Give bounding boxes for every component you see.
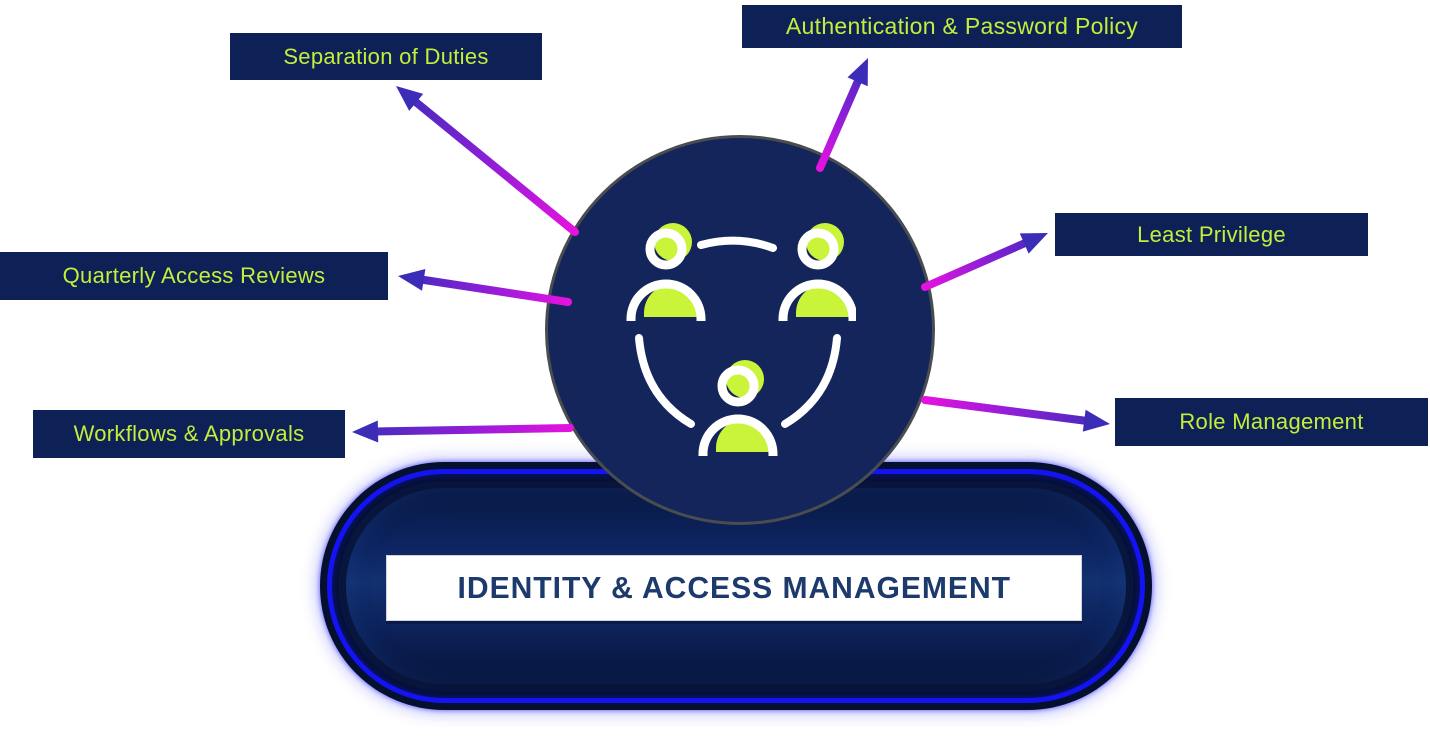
label-least-privilege-text: Least Privilege: [1137, 221, 1286, 247]
central-hub-circle: [545, 135, 935, 525]
label-authentication-password-policy-text: Authentication & Password Policy: [785, 13, 1139, 39]
arrow-to-separation-of-duties: [396, 86, 579, 236]
connector-arc-left: [635, 334, 695, 428]
arrow-to-authentication-password-policy: [816, 58, 868, 172]
label-authentication-password-policy: Authentication & Password Policy: [742, 5, 1182, 48]
label-workflows-approvals-text: Workflows & Approvals: [73, 421, 305, 446]
label-separation-of-duties: Separation of Duties: [230, 33, 542, 80]
team-people-icon: [626, 223, 856, 456]
arrow-to-quarterly-access-reviews: [398, 269, 572, 306]
person-bottom-icon: [698, 360, 778, 456]
label-quarterly-access-reviews: Quarterly Access Reviews: [0, 252, 388, 300]
connector-arc-top: [697, 236, 777, 252]
arrow-to-least-privilege: [921, 233, 1048, 291]
person-top-left-icon: [626, 223, 706, 321]
label-separation-of-duties-text: Separation of Duties: [283, 43, 489, 69]
label-quarterly-access-reviews-text: Quarterly Access Reviews: [62, 263, 326, 288]
title-plate: IDENTITY & ACCESS MANAGEMENT: [386, 555, 1082, 621]
arrow-to-role-management: [921, 396, 1110, 432]
connector-arc-right: [781, 334, 841, 428]
label-least-privilege: Least Privilege: [1055, 213, 1368, 256]
label-role-management-text: Role Management: [1179, 409, 1364, 434]
person-top-right-icon: [778, 223, 856, 321]
label-workflows-approvals: Workflows & Approvals: [33, 410, 345, 458]
label-role-management: Role Management: [1115, 398, 1428, 446]
diagram-title: IDENTITY & ACCESS MANAGEMENT: [457, 570, 1011, 605]
arrow-to-workflows-approvals: [352, 420, 574, 443]
